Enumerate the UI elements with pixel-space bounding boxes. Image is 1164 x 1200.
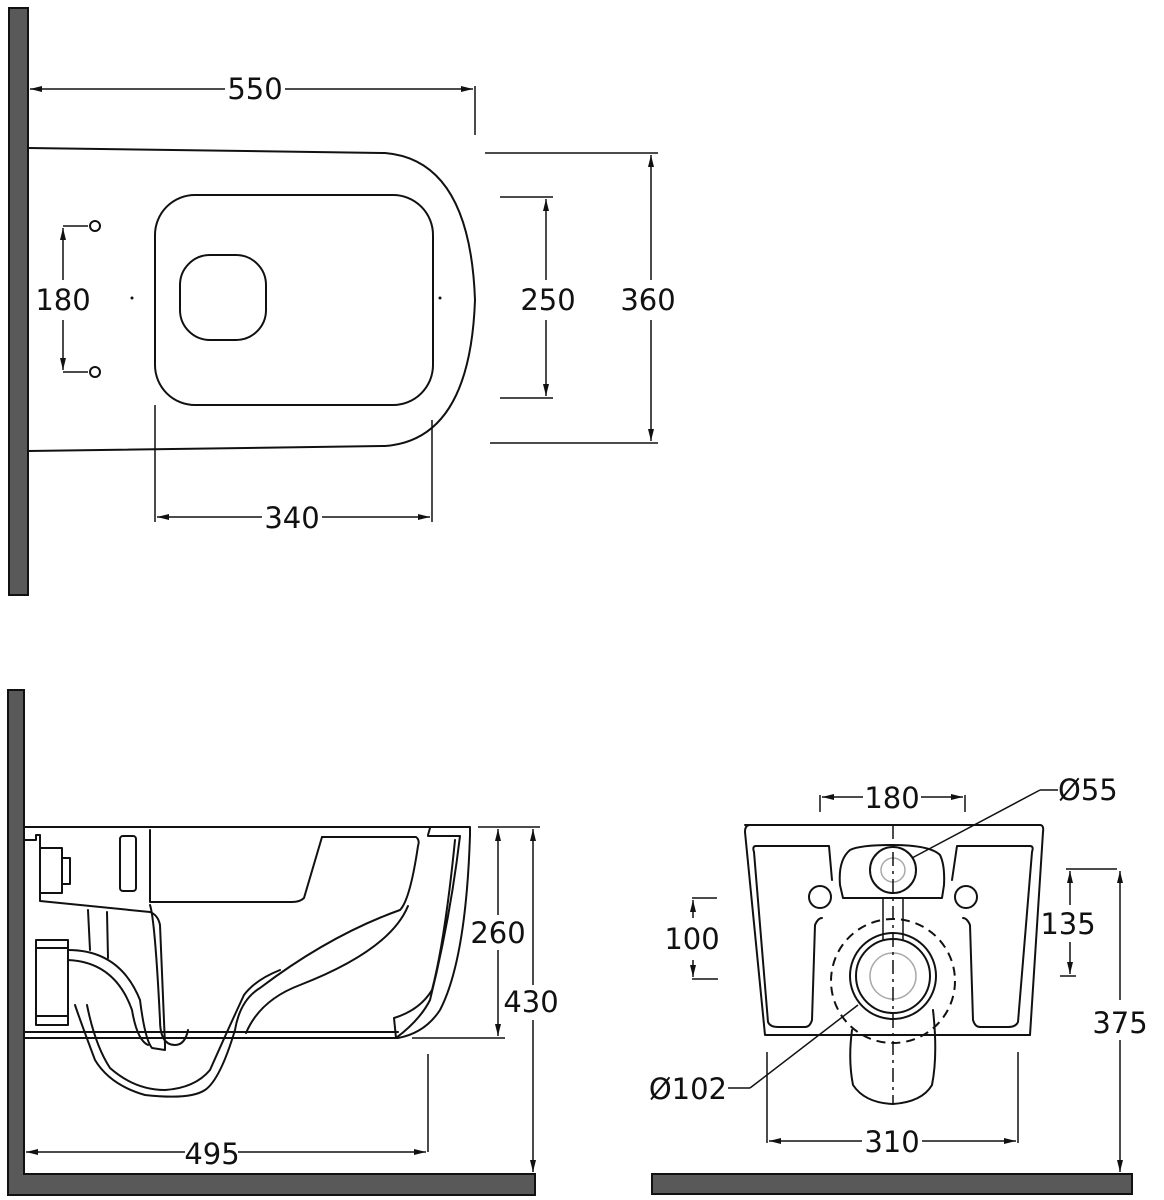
dim-base-width: 310 xyxy=(864,1125,919,1159)
fixing-hole xyxy=(954,885,978,909)
dim-fixing-height: 135 xyxy=(1040,907,1095,941)
dim-floor-height: 375 xyxy=(1092,1006,1147,1040)
pan-outline xyxy=(27,147,476,452)
dim-seat-width: 250 xyxy=(520,283,575,317)
inlet-slot xyxy=(119,835,137,892)
dim-overall-width: 360 xyxy=(620,283,675,317)
dim-fixing-spacing: 180 xyxy=(35,283,90,317)
bowl-opening xyxy=(179,254,267,341)
front-view: 180 Ø55 Ø102 100 135 375 310 xyxy=(649,773,1148,1195)
dim-seat-length: 340 xyxy=(264,501,319,535)
dim-bowl-height: 260 xyxy=(470,916,525,950)
trap-outer xyxy=(74,836,420,1098)
dim-projection: 495 xyxy=(184,1137,239,1171)
fixing-hole xyxy=(808,885,832,909)
waste-connector xyxy=(35,939,69,1026)
fixing-hole xyxy=(89,220,101,232)
dim-outlet-offset: 100 xyxy=(664,922,719,956)
floor xyxy=(651,1173,1133,1195)
dim-outlet-diameter: Ø102 xyxy=(649,1072,727,1106)
top-view: 550 360 250 340 180 xyxy=(8,7,676,596)
wall-and-floor xyxy=(7,689,536,1196)
pan-rear-outline xyxy=(744,824,1045,1036)
fixing-hole xyxy=(89,366,101,378)
side-view: 260 430 495 xyxy=(7,689,559,1196)
dim-fixing-spacing: 180 xyxy=(864,781,919,815)
dim-inlet-diameter: Ø55 xyxy=(1058,773,1118,807)
seat-outline xyxy=(154,194,434,406)
dim-total-height: 430 xyxy=(503,985,558,1019)
pan-profile xyxy=(23,826,471,1039)
dim-overall-length: 550 xyxy=(227,72,282,106)
wall xyxy=(8,7,29,596)
